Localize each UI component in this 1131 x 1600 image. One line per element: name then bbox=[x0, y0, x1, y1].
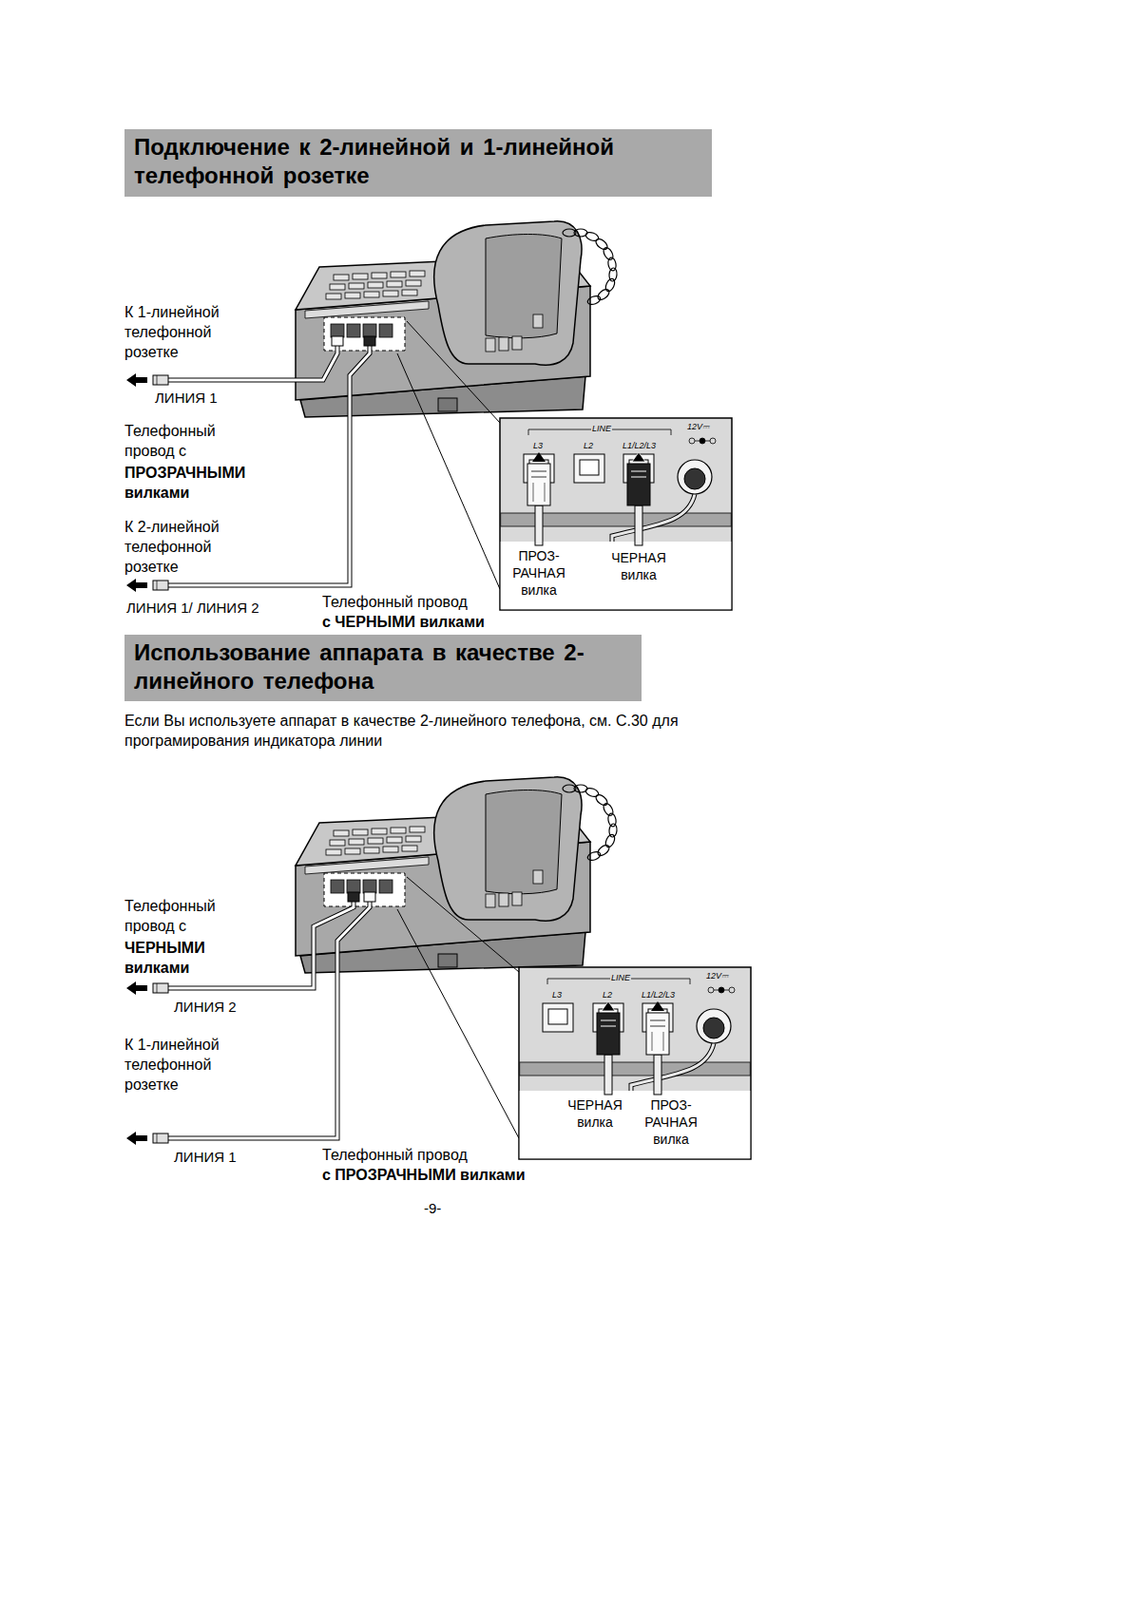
cord-clear bbox=[168, 344, 338, 381]
telephone bbox=[295, 777, 618, 974]
line-arrow bbox=[126, 578, 169, 593]
heading-band: Подключение к 2-линейной и 1-линейной те… bbox=[124, 129, 712, 197]
line-label: ЛИНИЯ 1 bbox=[173, 1148, 237, 1168]
jack-inset bbox=[518, 967, 751, 1160]
leader-line bbox=[397, 353, 500, 590]
plug-head bbox=[347, 892, 360, 902]
plug-label: ЧЕРНАЯ вилка bbox=[556, 1096, 633, 1131]
line-label: ЛИНИЯ 2 bbox=[173, 997, 237, 1017]
clear-plug bbox=[527, 452, 551, 546]
socket-label: К 1-линейной телефонной розетке bbox=[124, 1035, 249, 1095]
plug-head bbox=[364, 892, 376, 902]
line-arrow bbox=[126, 1131, 169, 1146]
black-plug bbox=[627, 452, 651, 546]
heading-band: Использование аппарата в качестве 2-лине… bbox=[124, 634, 642, 702]
heading-text: Подключение к 2-линейной и 1-линейной те… bbox=[134, 133, 703, 191]
jack-label: 12V⎓ bbox=[705, 971, 729, 981]
telephone bbox=[295, 221, 618, 418]
leader-line bbox=[397, 909, 519, 1139]
cord-label: с ПРОЗРАЧНЫМИ вилками bbox=[322, 1166, 526, 1187]
jack-label: 12V⎓ bbox=[686, 421, 710, 432]
cord-label: ПРОЗРАЧНЫМИ вилками bbox=[124, 463, 282, 504]
line-label: ЛИНИЯ 1/ ЛИНИЯ 2 bbox=[126, 598, 260, 618]
cord-label: Телефонный провод bbox=[322, 1146, 468, 1167]
heading-text: Использование аппарата в качестве 2-лине… bbox=[134, 638, 633, 696]
plug-head bbox=[331, 336, 344, 346]
clear-plug bbox=[646, 1001, 670, 1095]
cord-clear bbox=[168, 900, 370, 1139]
page-number: -9- bbox=[423, 1199, 441, 1219]
socket-label: К 2-линейной телефонной розетке bbox=[124, 517, 249, 577]
line-label: ЛИНИЯ 1 bbox=[154, 388, 218, 408]
cord-label: Телефонный провод bbox=[322, 593, 468, 614]
jack-label: LINE bbox=[610, 973, 632, 983]
jack-inset bbox=[499, 418, 732, 611]
cord-label: ЧЕРНЫМИ вилками bbox=[124, 939, 239, 979]
plug-label: ЧЕРНАЯ вилка bbox=[598, 549, 679, 584]
leader-line bbox=[406, 877, 519, 973]
cord-label: с ЧЕРНЫМИ вилками bbox=[322, 613, 485, 633]
jack-label: L3 bbox=[551, 990, 563, 1000]
jack-label: L1/L2/L3 bbox=[621, 440, 657, 451]
plug-label: ПРОЗ-РАЧНАЯ вилка bbox=[634, 1096, 708, 1150]
socket-label: К 1-линейной телефонной розетке bbox=[124, 303, 249, 363]
note-paragraph: Если Вы используете аппарат в качестве 2… bbox=[124, 711, 743, 752]
plug-head bbox=[364, 336, 376, 346]
jack-label: L3 bbox=[532, 440, 544, 451]
line-arrow bbox=[126, 981, 169, 996]
cord-label: Телефонный провод с bbox=[124, 421, 249, 462]
jack-label: L2 bbox=[582, 440, 595, 451]
jack-label: L1/L2/L3 bbox=[640, 990, 676, 1000]
plug-label: ПРОЗ-РАЧНАЯ вилка bbox=[501, 547, 576, 600]
cord-label: Телефонный провод с bbox=[124, 897, 249, 938]
black-plug bbox=[596, 1001, 620, 1095]
jack-label: L2 bbox=[601, 990, 614, 1000]
line-arrow bbox=[126, 373, 169, 387]
jack-label: LINE bbox=[591, 423, 613, 434]
